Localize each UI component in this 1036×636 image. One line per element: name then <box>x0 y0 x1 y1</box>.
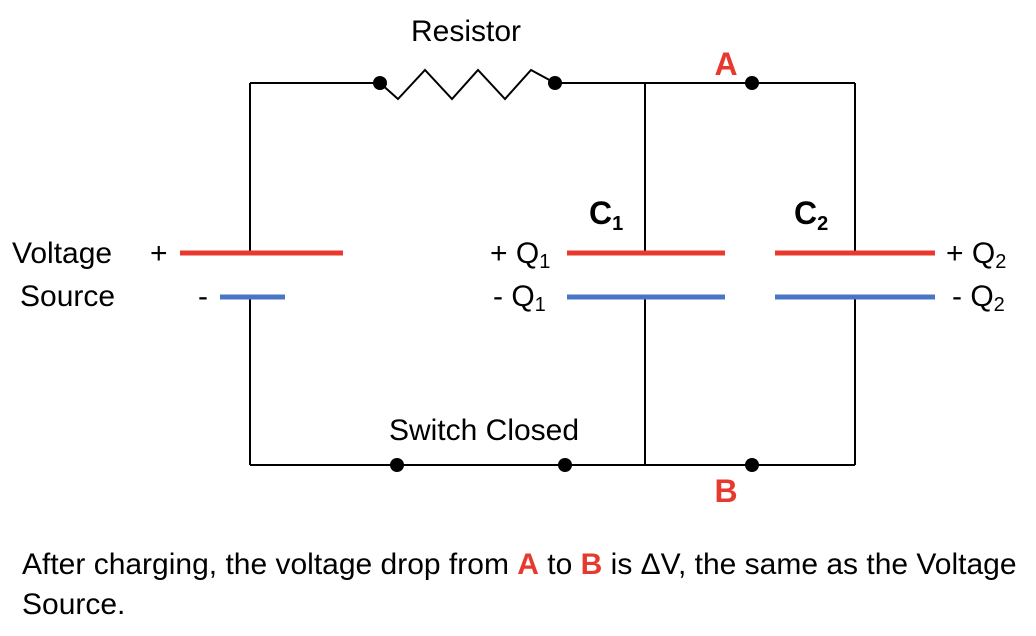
voltage-source-label-line1: Voltage <box>12 237 112 270</box>
terminal-dots <box>373 76 759 472</box>
resistor-right-terminal <box>548 76 562 90</box>
q1-positive-label: + Q1 <box>490 237 550 273</box>
resistor-left-terminal <box>373 76 387 90</box>
voltage-source-label-line2: Source <box>20 280 115 313</box>
q2-positive-label: + Q2 <box>946 237 1006 273</box>
caption-point-a: A <box>517 548 539 581</box>
voltage-minus-sign: - <box>198 280 208 313</box>
caption-part2: to <box>538 548 581 581</box>
wires <box>249 82 856 466</box>
switch-left-terminal <box>390 458 404 472</box>
q1-negative-label: - Q1 <box>493 280 546 316</box>
caption-part3: is ΔV, the same as the Voltage Source. <box>22 548 1017 621</box>
c2-label: C2 <box>794 195 828 235</box>
point-b-label: B <box>714 473 737 509</box>
point-a-label: A <box>714 46 737 82</box>
resistor-label: Resistor <box>411 15 521 48</box>
resistor-symbol <box>379 68 556 101</box>
caption-text: After charging, the voltage drop from A … <box>22 545 1022 625</box>
point-b-dot <box>745 458 759 472</box>
c1-label: C1 <box>589 195 623 235</box>
switch-right-terminal <box>558 458 572 472</box>
switch-label: Switch Closed <box>389 414 579 447</box>
caption-point-b: B <box>580 548 603 581</box>
voltage-plus-sign: + <box>150 237 168 270</box>
point-a-dot <box>745 76 759 90</box>
caption-part1: After charging, the voltage drop from <box>22 548 518 581</box>
q2-negative-label: - Q2 <box>952 280 1005 316</box>
